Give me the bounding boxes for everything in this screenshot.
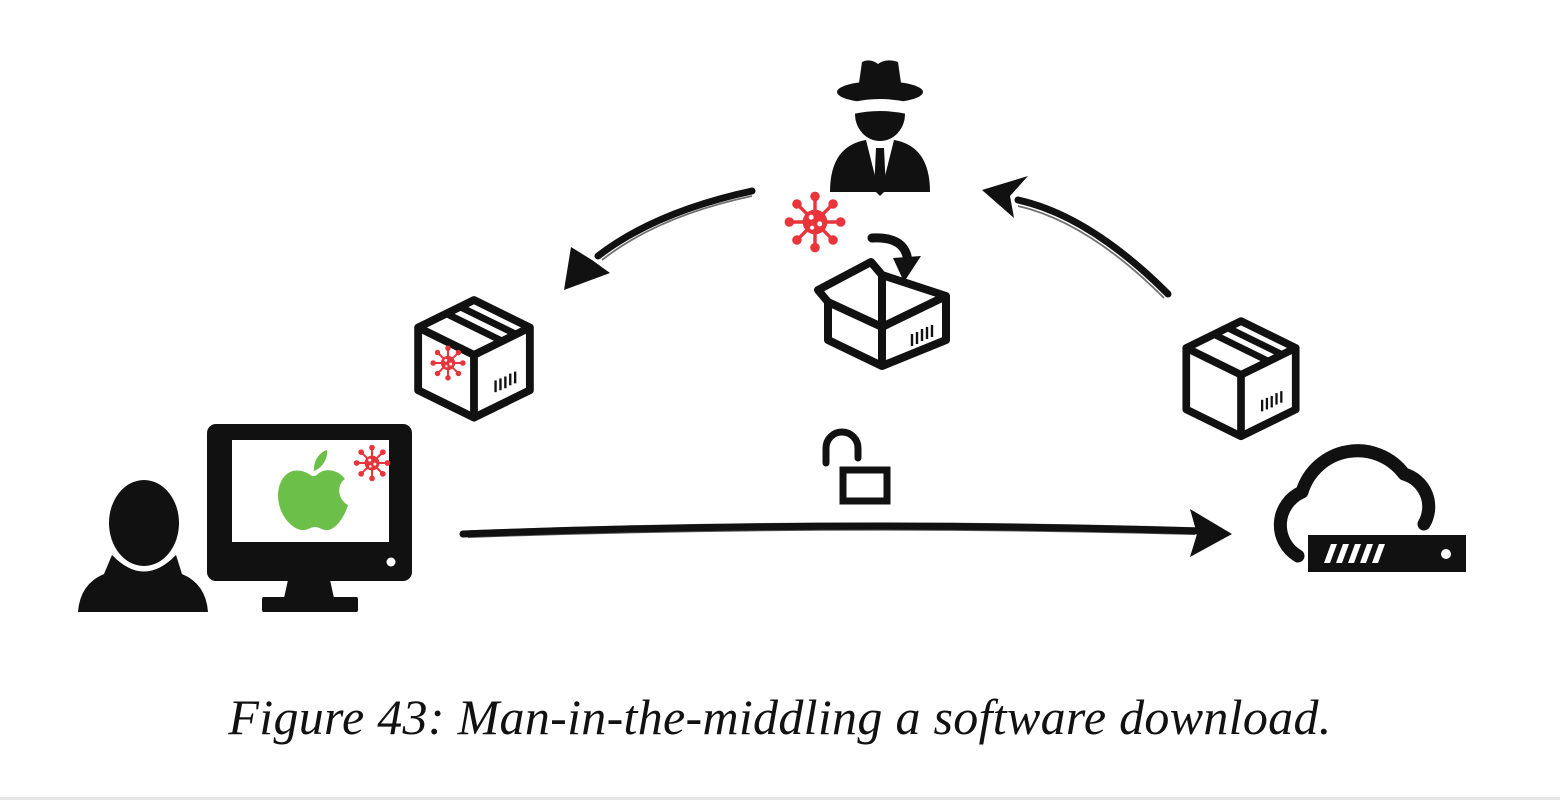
malware-icon <box>352 443 392 483</box>
page-divider <box>0 797 1560 800</box>
intercept-arrow <box>982 176 1172 299</box>
figure-caption: Figure 43: Man-in-the-middling a softwar… <box>228 689 1332 745</box>
apple-logo-icon <box>278 450 348 531</box>
unlocked-padlock-icon <box>822 428 891 505</box>
person-silhouette-icon <box>78 480 208 612</box>
open-box-inject-icon <box>814 233 950 370</box>
cloud-server-icon <box>1273 444 1466 572</box>
deliver-arrow <box>564 187 756 290</box>
download-request-arrow <box>459 509 1232 557</box>
mitm-diagram <box>78 60 1466 612</box>
spy-hat-icon <box>830 60 930 196</box>
malware-icon <box>429 344 467 382</box>
malware-icon <box>782 189 848 255</box>
package-box-icon <box>418 300 530 418</box>
package-box-icon <box>1186 321 1295 436</box>
